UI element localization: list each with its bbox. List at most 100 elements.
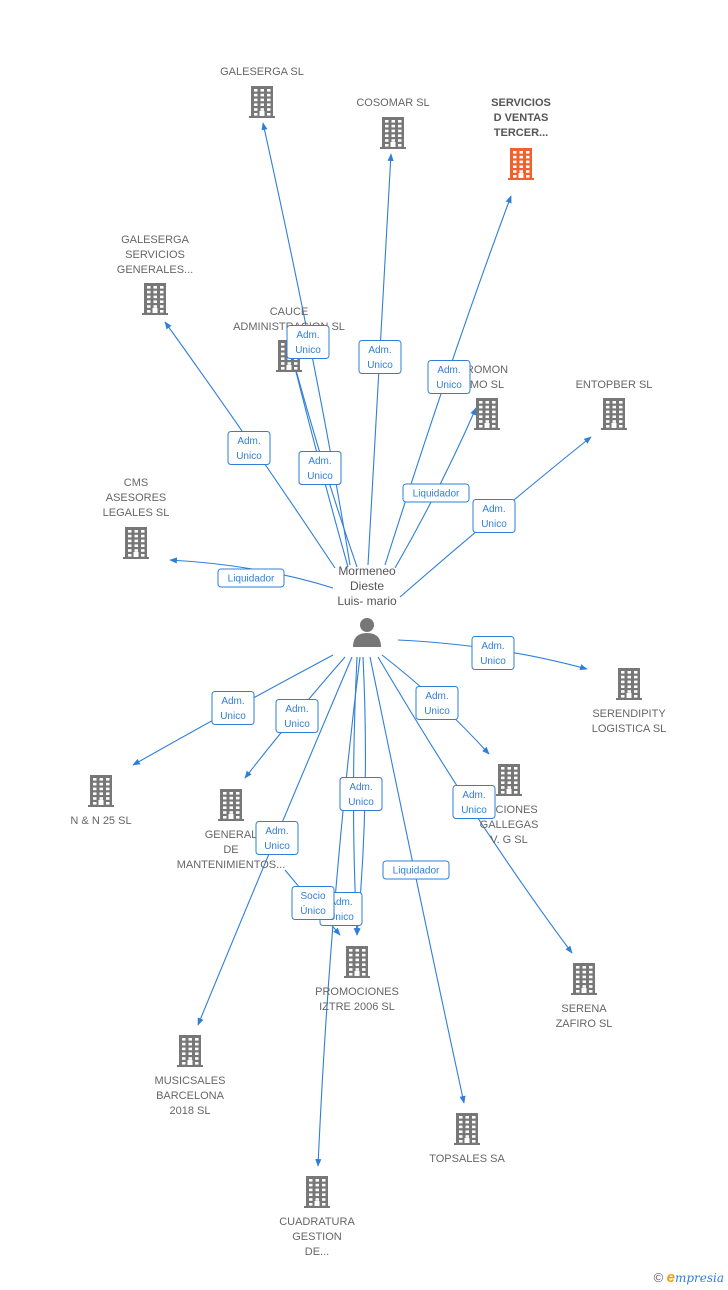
edge-label-cauce[interactable]: Adm.Unico [298, 451, 342, 485]
person-name-line: Luis- mario [337, 594, 397, 608]
company-label-line: CUADRATURA [279, 1216, 355, 1228]
edge-label-serendipity[interactable]: Adm.Unico [471, 636, 515, 670]
edge-label-galeserga[interactable]: Adm.Unico [286, 325, 330, 359]
company-node-topsales[interactable]: TOPSALES SA [429, 1113, 505, 1165]
company-label-line: BARCELONA [156, 1090, 225, 1102]
company-label-line: GALLEGAS [480, 819, 539, 831]
edge-label-text: Adm. Unico [220, 696, 246, 722]
company-label-line: SERVICIOS [125, 249, 185, 261]
building-icon [496, 764, 522, 796]
edge-label-text: Adm.Unico [480, 641, 506, 667]
edge-label-text-line: Unico [481, 519, 507, 530]
company-node-galeserga[interactable]: GALESERGA SL [220, 66, 304, 118]
building-icon [249, 86, 275, 118]
edge-label-text: Adm.Unico [264, 826, 290, 852]
edge-label-entopber[interactable]: Adm.Unico [472, 499, 516, 533]
company-label-line: N & N 25 SL [70, 815, 131, 827]
company-label-line: ASESORES [106, 492, 167, 504]
company-label-line: CAUCE [270, 306, 309, 318]
edge-label-musicsales[interactable]: Adm.Unico [255, 821, 299, 855]
edge-label-box [291, 886, 335, 920]
edge-label-box [217, 568, 285, 588]
edge-label-box [415, 686, 459, 720]
edge-label-text-line: Adm. [285, 704, 308, 715]
company-label-line: SERENA [561, 1003, 607, 1015]
company-label-line: ZAFIRO SL [556, 1018, 613, 1030]
company-label-line: SERENDIPITY [592, 708, 666, 720]
building-icon [616, 668, 642, 700]
edge-label-topsales[interactable]: Liquidador [382, 860, 450, 880]
edge-label-servicios[interactable]: Adm.Unico [427, 360, 471, 394]
building-icon [601, 398, 627, 430]
edge-label-text: Liquidador [228, 574, 275, 585]
edge-label-text-line: Adm. [462, 790, 485, 801]
edge-label-promon[interactable]: Liquidador [402, 483, 470, 503]
edge-label-text-line: Unico [348, 797, 374, 808]
building-icon [177, 1035, 203, 1067]
edge-label-text-line: Unico [480, 656, 506, 667]
company-label-line: 2018 SL [170, 1105, 211, 1117]
edge-label-text: Adm.Unico [236, 436, 262, 462]
company-label-line: D VENTAS [494, 112, 549, 124]
edge-label-galeserga-servicios[interactable]: Adm.Unico [227, 431, 271, 465]
company-node-servicios[interactable]: SERVICIOS D VENTAS TERCER... [491, 97, 551, 180]
edge-label-box [427, 360, 471, 394]
edge-label-cosomar[interactable]: Adm.Unico [358, 340, 402, 374]
company-node-serena[interactable]: SERENA ZAFIRO SL [556, 963, 613, 1030]
building-icon [571, 963, 597, 995]
edge-label-nn25[interactable]: Adm. Unico [211, 691, 255, 725]
edge-label-text-line: Unico [220, 711, 246, 722]
company-label-line: SERVICIOS [491, 97, 551, 109]
building-icon [344, 946, 370, 978]
company-label: TOPSALES SA [429, 1153, 505, 1165]
edge-label-cms[interactable]: Liquidador [217, 568, 285, 588]
edge-label-text-line: Unico [307, 471, 333, 482]
edge-label-text: Liquidador [413, 489, 460, 500]
edge-label-aplicaciones[interactable]: Adm.Unico [415, 686, 459, 720]
company-node-cosomar[interactable]: COSOMAR SL [356, 97, 430, 149]
edge-label-text: Adm.Unico [436, 365, 462, 391]
person-name-line: Mormeneo [338, 564, 396, 578]
edge-label-text-line: Adm. [437, 365, 460, 376]
company-node-nn25[interactable]: N & N 25 SL [70, 775, 132, 827]
edge-label-text-line: Adm. [221, 696, 244, 707]
company-label-line: DE... [305, 1246, 329, 1258]
edge-label-box [298, 451, 342, 485]
edge-label-text: Adm.Unico [481, 504, 507, 530]
edge-label-serena[interactable]: Adm.Unico [452, 785, 496, 819]
company-label-line: ENTOPBER SL [576, 379, 653, 391]
footer-brand[interactable]: © empresia [654, 1269, 724, 1286]
company-label: SERVICIOS D VENTAS TERCER... [491, 97, 551, 139]
building-icon [454, 1113, 480, 1145]
edge-label-text-line: Unico [424, 706, 450, 717]
edge-label-cuadratura[interactable]: Adm.Unico [339, 777, 383, 811]
company-label-line: GENERAL [205, 829, 258, 841]
company-label-line: GENERALES... [117, 264, 193, 276]
edge-label-general-mant[interactable]: Adm.Unico [275, 699, 319, 733]
company-label: ENTOPBER SL [576, 379, 653, 391]
company-node-entopber[interactable]: ENTOPBER SL [576, 379, 653, 430]
company-label-line: TERCER... [494, 127, 548, 139]
company-label-line: COSOMAR SL [356, 97, 429, 109]
edge-label-text: Adm.Unico [424, 691, 450, 717]
edge-label-box [255, 821, 299, 855]
company-label: COSOMAR SL [356, 97, 429, 109]
edge-label-box [275, 699, 319, 733]
